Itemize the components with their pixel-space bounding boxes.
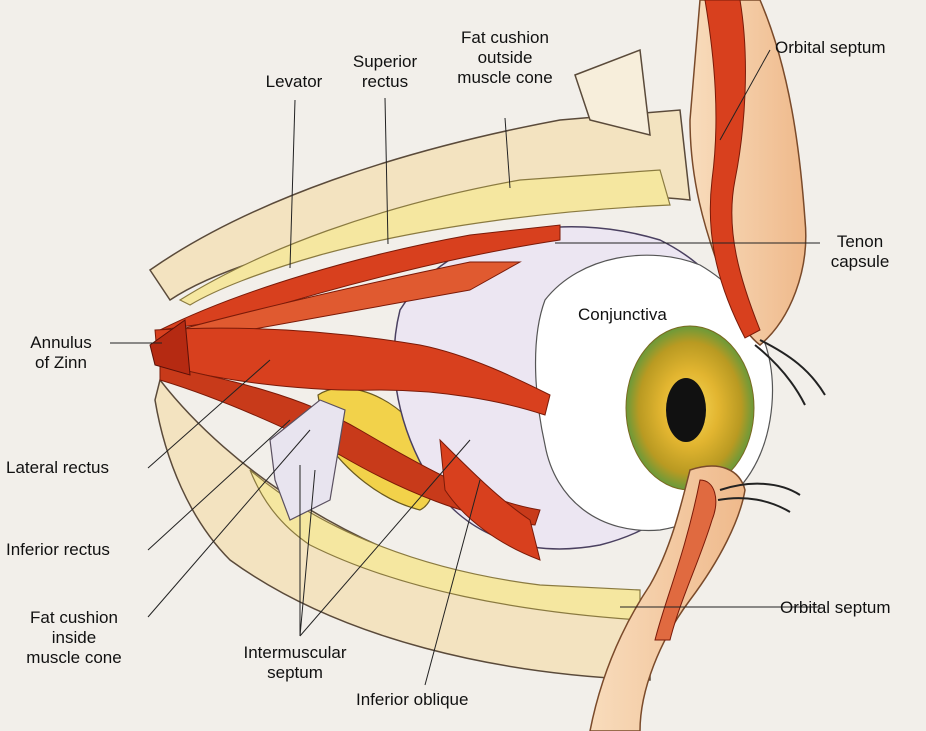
label-intermuscular-septum: Intermuscular septum [225,643,365,683]
label-superior-rectus: Superior rectus [340,52,430,92]
label-lateral-rectus: Lateral rectus [6,458,109,478]
label-inferior-rectus: Inferior rectus [6,540,110,560]
label-inferior-oblique: Inferior oblique [356,690,468,710]
label-fat-cushion-inside: Fat cushion inside muscle cone [14,608,134,668]
label-orbital-septum-bottom: Orbital septum [780,598,891,618]
label-conjunctiva: Conjunctiva [578,305,667,325]
label-fat-cushion-outside: Fat cushion outside muscle cone [440,28,570,88]
label-annulus-of-zinn: Annulus of Zinn [18,333,104,373]
pupil [666,378,706,442]
label-tenon-capsule: Tenon capsule [820,232,900,272]
label-orbital-septum-top: Orbital septum [775,38,886,58]
label-levator: Levator [254,72,334,92]
